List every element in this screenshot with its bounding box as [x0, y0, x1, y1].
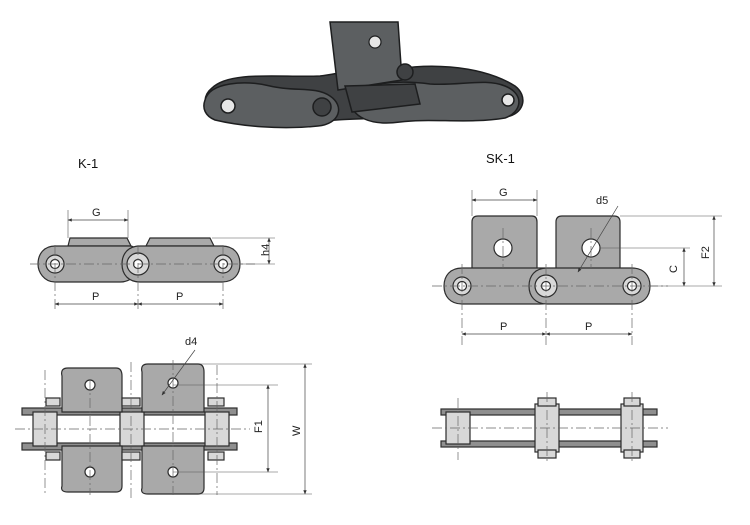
k1-w-label: W [291, 425, 303, 436]
k1-title: K-1 [78, 156, 98, 171]
k1-pin-end [207, 397, 225, 407]
k1-f1-label: F1 [253, 420, 265, 433]
sk1-d5-leader [577, 205, 619, 273]
k1-h4-label: h4 [260, 244, 272, 256]
k1-attachment-flat [67, 237, 132, 247]
chain-photo [203, 21, 524, 129]
sk1-c-label: C [668, 265, 680, 273]
k1-side-view: G h4 P P [30, 207, 275, 312]
photo-attachment-hole [368, 35, 382, 49]
sk1-d5-label: d5 [596, 195, 608, 207]
k1-d4-leader [161, 349, 196, 396]
k1-p-left-label: P [92, 291, 99, 303]
sk1-title: SK-1 [486, 151, 515, 166]
k1-g-label: G [92, 207, 101, 219]
k1-pin-end [207, 451, 225, 461]
sk1-top-view [432, 392, 668, 464]
photo-roller [312, 97, 332, 117]
photo-pin-hole [501, 93, 515, 107]
sk1-side-view: G d5 C F2 P P [432, 187, 722, 345]
photo-attachment-plate [329, 21, 403, 91]
k1-d4-label: d4 [185, 336, 197, 348]
k1-pin-end [45, 397, 61, 407]
k1-p-right-label: P [176, 291, 183, 303]
sk1-p-right-label: P [585, 321, 592, 333]
k1-bushing [119, 411, 145, 447]
k1-pin-end [45, 451, 61, 461]
k1-top-view: d4 F1 W [15, 336, 312, 498]
k1-attachment-flat [145, 237, 215, 247]
sk1-g-label: G [499, 187, 508, 199]
photo-pin-hole [220, 98, 236, 114]
sk1-p-left-label: P [500, 321, 507, 333]
photo-roller [396, 63, 414, 81]
sk1-f2-label: F2 [700, 246, 712, 259]
